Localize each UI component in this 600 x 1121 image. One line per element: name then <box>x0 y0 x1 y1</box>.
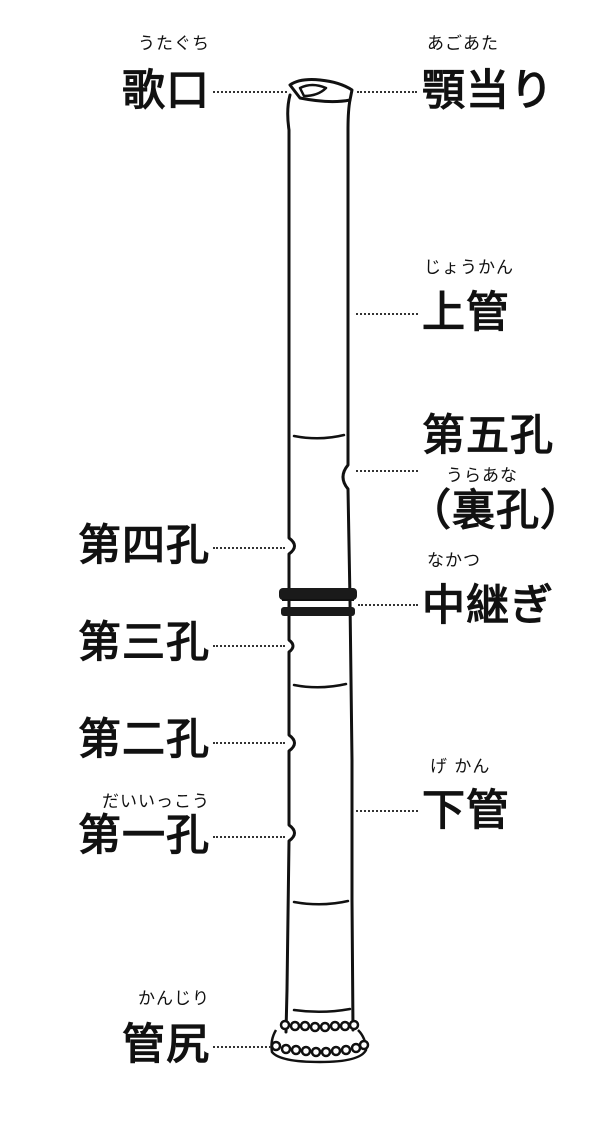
label-nakatsugi-ruby: なかつ <box>427 551 481 571</box>
leader-dainiko <box>213 742 285 744</box>
leader-daiyonko <box>213 547 285 549</box>
tube-right-outline <box>341 98 355 1032</box>
node-line <box>292 899 350 906</box>
label-daigoko-ruby: うらあな <box>446 466 518 486</box>
bottom-end <box>270 1019 370 1064</box>
node-line <box>292 433 346 440</box>
label-joukan: 上管 <box>422 288 510 338</box>
leader-daigoko <box>356 470 418 472</box>
leader-daisanko <box>213 645 285 647</box>
node-line <box>292 1007 352 1013</box>
label-kanjiri: 管尻 <box>122 1020 210 1070</box>
label-daisanko: 第三孔 <box>78 618 210 668</box>
leader-utaguchi <box>213 91 287 93</box>
leader-kanjiri <box>213 1046 271 1048</box>
leader-nakatsugi <box>358 604 418 606</box>
label-daigoko: 第五孔 <box>422 411 554 461</box>
label-kanjiri-ruby: かんじり <box>138 989 210 1009</box>
mouthpiece <box>288 78 354 104</box>
label-gekan-ruby: げ かん <box>430 757 491 777</box>
label-utaguchi: 歌口 <box>122 66 210 116</box>
label-agoate-ruby: あごあた <box>427 34 499 54</box>
leader-agoate <box>357 91 417 93</box>
label-daigoko-sub: （裏孔） <box>408 486 584 536</box>
leader-daiichiko <box>213 836 285 838</box>
label-daiyonko: 第四孔 <box>78 521 210 571</box>
label-joukan-ruby: じょうかん <box>424 258 514 278</box>
label-gekan: 下管 <box>422 786 510 836</box>
label-dainiko: 第二孔 <box>78 715 210 765</box>
tube-left-outline <box>284 93 296 1034</box>
label-agoate: 顎当り <box>422 66 554 116</box>
label-daiichiko: 第一孔 <box>78 811 210 861</box>
label-utaguchi-ruby: うたぐち <box>138 34 210 54</box>
middle-joint-band <box>279 588 357 616</box>
leader-joukan <box>356 313 418 315</box>
leader-gekan <box>356 810 418 812</box>
node-line <box>292 682 348 689</box>
label-nakatsugi: 中継ぎ <box>422 581 554 631</box>
utaguchi-notch <box>298 83 328 98</box>
label-daiichiko-ruby: だいいっこう <box>102 792 210 812</box>
